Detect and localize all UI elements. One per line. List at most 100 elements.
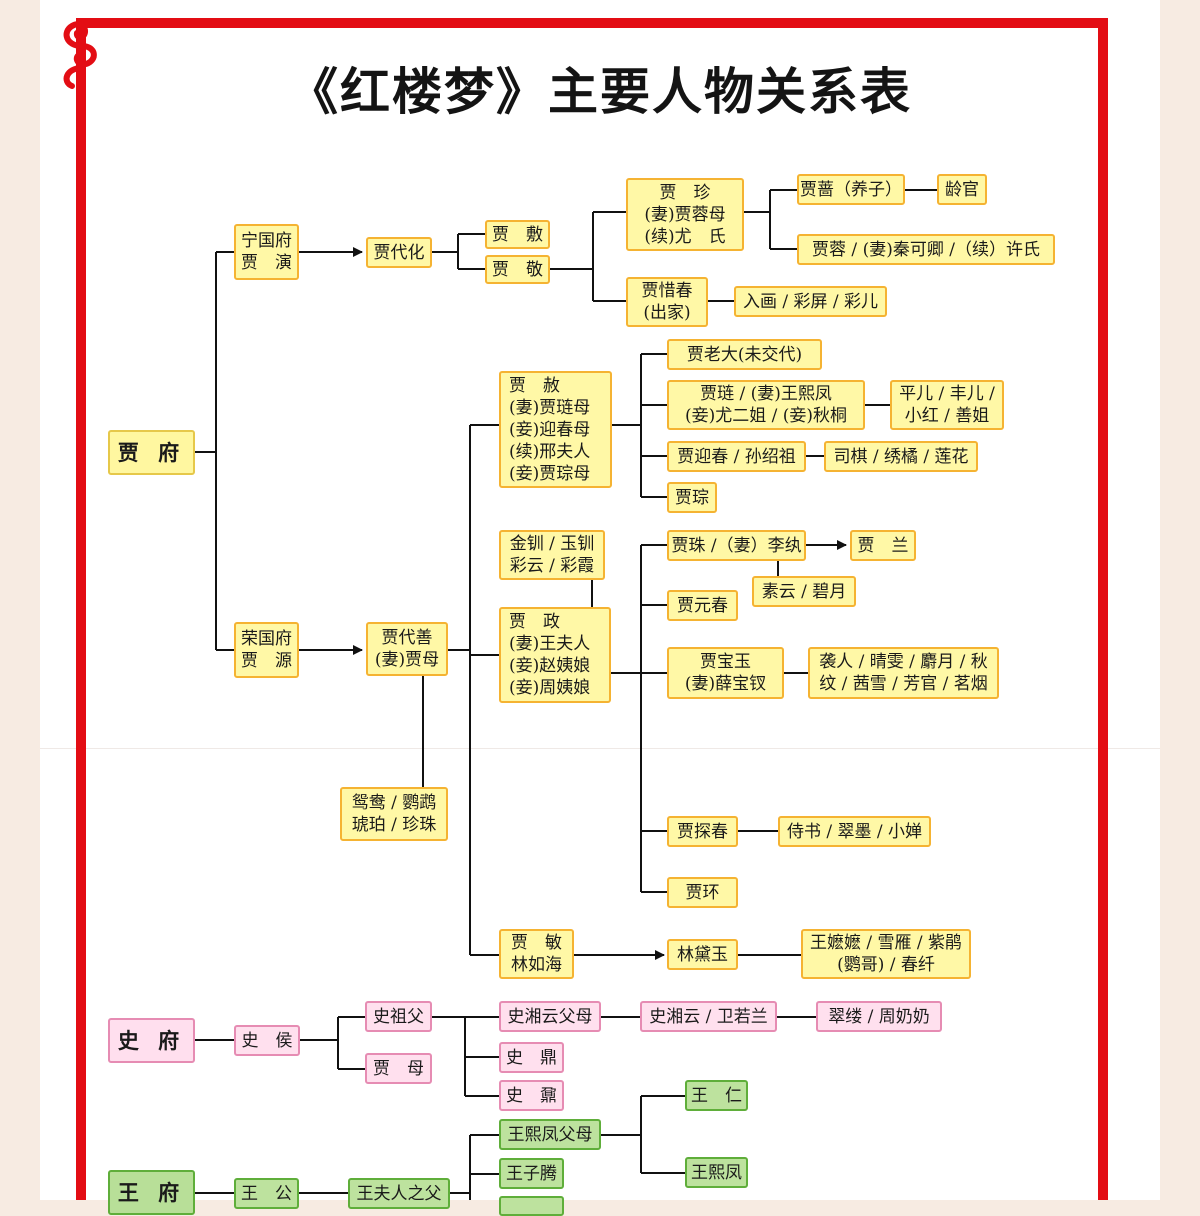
node-label-line: 贾琮 bbox=[675, 487, 709, 508]
node-shi-xiangyun[interactable]: 史湘云 / 卫若兰 bbox=[640, 1001, 777, 1032]
node-shi-hou[interactable]: 史 侯 bbox=[234, 1025, 300, 1056]
node-label-line: 贾 兰 bbox=[857, 535, 909, 556]
node-rongguofu[interactable]: 荣国府贾 源 bbox=[234, 622, 299, 678]
node-jia-daishan[interactable]: 贾代善(妻)贾母 bbox=[366, 622, 448, 676]
node-label-line: 王夫人之父 bbox=[356, 1183, 442, 1204]
node-jia-zhu[interactable]: 贾珠 /（妻）李纨 bbox=[667, 530, 806, 561]
node-ruhua[interactable]: 入画 / 彩屏 / 彩儿 bbox=[734, 286, 887, 317]
node-shi-ding[interactable]: 史 鼎 bbox=[499, 1042, 564, 1073]
node-jia-lan[interactable]: 贾 兰 bbox=[850, 530, 916, 561]
node-jia-tanchun[interactable]: 贾探春 bbox=[667, 816, 738, 847]
node-jia-jing[interactable]: 贾 敬 bbox=[485, 255, 550, 284]
node-label-line: 贾 母 bbox=[373, 1058, 424, 1079]
root-shi-mansion[interactable]: 史 府 bbox=[108, 1018, 195, 1063]
node-jia-huan[interactable]: 贾环 bbox=[667, 877, 738, 908]
node-label-line: 彩云 / 彩霞 bbox=[509, 556, 595, 576]
node-label-line: 贾 珍 bbox=[659, 182, 711, 203]
node-label-line: (妾)周姨娘 bbox=[509, 678, 591, 698]
node-lin-daiyu[interactable]: 林黛玉 bbox=[667, 939, 738, 970]
node-wang-furen-father[interactable]: 王夫人之父 bbox=[348, 1178, 450, 1209]
node-label-line: 贾蓉 / (妻)秦可卿 /（续）许氏 bbox=[812, 239, 1040, 260]
node-label-line: (妻)贾母 bbox=[374, 650, 440, 670]
root-jia-mansion[interactable]: 贾 府 bbox=[108, 430, 195, 475]
node-jia-laoda[interactable]: 贾老大(未交代) bbox=[667, 339, 822, 370]
node-label-line: (妾)赵姨娘 bbox=[509, 656, 591, 676]
node-label-line: 史湘云父母 bbox=[507, 1006, 593, 1027]
node-label-line: 袭人 / 晴雯 / 麝月 / 秋 bbox=[819, 652, 988, 672]
node-jia-she[interactable]: 贾 赦(妻)贾琏母(妾)迎春母(续)邢夫人(妾)贾琮母 bbox=[499, 371, 612, 488]
node-label-line: 入画 / 彩屏 / 彩儿 bbox=[742, 291, 879, 312]
node-shi-zufu[interactable]: 史祖父 bbox=[365, 1001, 432, 1032]
node-siqi[interactable]: 司棋 / 绣橘 / 莲花 bbox=[824, 441, 978, 472]
node-shi-xiangyun-parents[interactable]: 史湘云父母 bbox=[499, 1001, 601, 1032]
node-suyun[interactable]: 素云 / 碧月 bbox=[752, 576, 856, 607]
node-label-line: 金钏 / 玉钏 bbox=[509, 534, 595, 554]
node-label-line: 林黛玉 bbox=[677, 944, 728, 965]
node-wang-gong[interactable]: 王 公 bbox=[234, 1178, 299, 1209]
node-label-line: 贾宝玉 bbox=[700, 652, 751, 672]
node-jia-min[interactable]: 贾 敏林如海 bbox=[499, 929, 574, 979]
node-label-line: 王子腾 bbox=[506, 1163, 557, 1184]
node-label-line: 侍书 / 翠墨 / 小婵 bbox=[786, 821, 923, 842]
node-jia-yingchun[interactable]: 贾迎春 / 孙绍祖 bbox=[667, 441, 806, 472]
node-wang-ren[interactable]: 王 仁 bbox=[685, 1080, 748, 1111]
node-jia-fu[interactable]: 贾 敷 bbox=[485, 220, 550, 249]
root-wang-mansion[interactable]: 王 府 bbox=[108, 1170, 195, 1215]
node-wang-momo[interactable]: 王嬷嬷 / 雪雁 / 紫鹃(鹦哥) / 春纤 bbox=[801, 929, 971, 979]
node-label-line: 翠缕 / 周奶奶 bbox=[828, 1006, 930, 1027]
node-jia-zheng[interactable]: 贾 政(妻)王夫人(妾)赵姨娘(妾)周姨娘 bbox=[499, 607, 611, 703]
node-shishu[interactable]: 侍书 / 翠墨 / 小婵 bbox=[778, 816, 931, 847]
node-label-line: 贾迎春 / 孙绍祖 bbox=[677, 446, 796, 467]
node-ping-er[interactable]: 平儿 / 丰儿 /小红 / 善姐 bbox=[890, 380, 1004, 430]
node-label-line: 王 府 bbox=[117, 1179, 186, 1205]
node-shi-nai[interactable]: 史 鼐 bbox=[499, 1080, 564, 1111]
node-label-line: (鹦哥) / 春纤 bbox=[837, 955, 935, 975]
node-wang-xifeng[interactable]: 王熙凤 bbox=[685, 1157, 748, 1188]
node-jia-cong[interactable]: 贾琮 bbox=[667, 482, 717, 513]
node-jia-yuanchun[interactable]: 贾元春 bbox=[667, 590, 738, 621]
paper-fold-line bbox=[40, 748, 1160, 749]
node-label-line: 史祖父 bbox=[373, 1006, 424, 1027]
node-label-line: 司棋 / 绣橘 / 莲花 bbox=[833, 446, 969, 467]
node-label-line: (妻)王夫人 bbox=[509, 634, 591, 654]
node-label-line: (妻)贾蓉母 bbox=[644, 204, 726, 225]
node-label-line: 琥珀 / 珍珠 bbox=[351, 815, 437, 835]
node-label-line: (妾)迎春母 bbox=[509, 419, 591, 440]
node-label-line: 素云 / 碧月 bbox=[761, 581, 847, 602]
node-label-line: 史 鼐 bbox=[506, 1085, 557, 1106]
node-label-line: 贾 演 bbox=[241, 253, 292, 273]
node-jia-mu[interactable]: 贾 母 bbox=[365, 1053, 432, 1084]
node-jia-qiang[interactable]: 贾蔷（养子） bbox=[797, 174, 905, 205]
node-label-line: 纹 / 茜雪 / 芳官 / 茗烟 bbox=[819, 674, 988, 694]
node-label-line: 贾 赦 bbox=[509, 375, 560, 396]
node-xiren[interactable]: 袭人 / 晴雯 / 麝月 / 秋纹 / 茜雪 / 芳官 / 茗烟 bbox=[808, 647, 999, 699]
node-jia-daihua[interactable]: 贾代化 bbox=[366, 237, 432, 268]
red-frame-top bbox=[76, 18, 1108, 28]
node-label-line: 贾 政 bbox=[509, 612, 560, 632]
node-label-line: 贾珠 /（妻）李纨 bbox=[671, 535, 802, 556]
node-label-line: 贾 敏 bbox=[511, 933, 562, 953]
node-jia-zhen[interactable]: 贾 珍(妻)贾蓉母(续)尤 氏 bbox=[626, 178, 744, 251]
node-cuilv[interactable]: 翠缕 / 周奶奶 bbox=[816, 1001, 942, 1032]
node-label-line: (出家) bbox=[643, 303, 691, 323]
node-label-line: 龄官 bbox=[945, 179, 979, 200]
node-ningguofu[interactable]: 宁国府贾 演 bbox=[234, 224, 299, 280]
node-label-line: 王熙凤 bbox=[691, 1162, 742, 1183]
node-label-line: 贾老大(未交代) bbox=[686, 344, 803, 365]
node-ling-guan[interactable]: 龄官 bbox=[937, 174, 987, 205]
node-label-line: 史湘云 / 卫若兰 bbox=[649, 1006, 768, 1027]
node-yuanyang[interactable]: 鸳鸯 / 鹦鹉琥珀 / 珍珠 bbox=[340, 787, 448, 841]
corner-scroll-ornament-icon bbox=[63, 19, 111, 89]
node-jia-rong[interactable]: 贾蓉 / (妻)秦可卿 /（续）许氏 bbox=[797, 234, 1055, 265]
node-jia-lian[interactable]: 贾琏 / (妻)王熙凤(妾)尤二姐 / (妾)秋桐 bbox=[667, 380, 865, 430]
node-label-line: 王熙凤父母 bbox=[507, 1124, 593, 1145]
node-jia-baoyu[interactable]: 贾宝玉(妻)薛宝钗 bbox=[667, 647, 784, 699]
node-wang-ziteng[interactable]: 王子腾 bbox=[499, 1158, 564, 1189]
node-jin-chuan[interactable]: 金钏 / 玉钏彩云 / 彩霞 bbox=[499, 530, 605, 580]
node-jia-xichun[interactable]: 贾惜春(出家) bbox=[626, 277, 708, 327]
node-label-line: 贾代化 bbox=[373, 242, 425, 263]
node-label-line: 荣国府 bbox=[241, 629, 292, 649]
node-wang-xifeng-parents[interactable]: 王熙凤父母 bbox=[499, 1119, 601, 1150]
node-label-line: 史 鼎 bbox=[506, 1047, 557, 1068]
